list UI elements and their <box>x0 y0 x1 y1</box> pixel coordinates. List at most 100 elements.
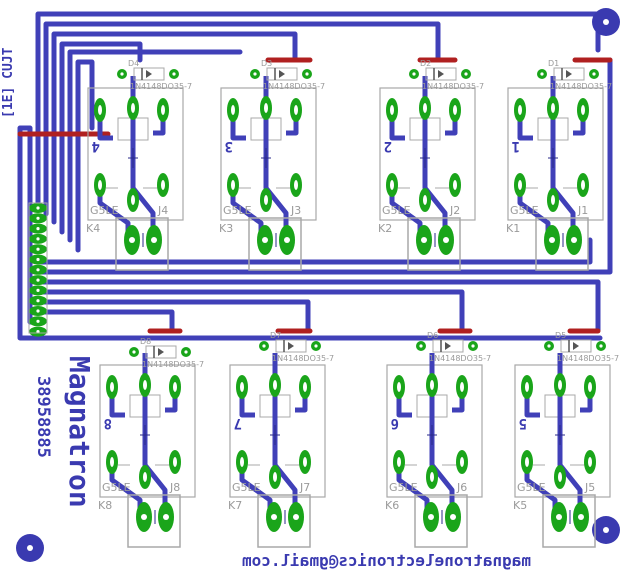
side-number-text: 38958885 <box>33 376 53 458</box>
diode-ref-label: D5 <box>555 331 566 340</box>
relay-part-label: G5LE <box>382 204 411 217</box>
diode-part-label: 1N4148DO35-7 <box>272 354 334 363</box>
relay-pad-drill <box>264 195 268 205</box>
diode-part-label: 1N4148DO35-7 <box>263 82 325 91</box>
relay-pad-drill <box>581 180 585 190</box>
footer-email: magnatronelectronics@gmail.com <box>242 551 531 570</box>
relay-pad-drill <box>173 457 177 467</box>
header-pin-drill <box>36 288 40 292</box>
relay-trace <box>230 110 299 238</box>
diode-symbol <box>573 342 579 350</box>
terminal-drill <box>571 237 577 243</box>
terminal-drill <box>284 237 290 243</box>
terminal-outline <box>535 217 589 271</box>
connector-ref-label: J1 <box>577 204 588 217</box>
terminal-drill <box>421 237 427 243</box>
terminal-drill <box>578 514 584 520</box>
diode-drill <box>132 350 136 354</box>
relay-pad-drill <box>525 457 529 467</box>
mounting-hole-bottom-left-drill <box>27 545 33 551</box>
terminal-drill <box>443 237 449 243</box>
relay-pad-drill <box>161 105 165 115</box>
diode-drill <box>253 72 257 76</box>
terminal-outline <box>407 217 461 271</box>
relay-pad-drill <box>294 105 298 115</box>
diode-drill <box>120 72 124 76</box>
relay-pad-drill <box>294 180 298 190</box>
relay-channel-number: 3 <box>225 138 233 154</box>
diode-part-label: 1N4148DO35-7 <box>550 82 612 91</box>
diode-drill <box>305 72 309 76</box>
relay-part-label: G5LE <box>389 481 418 494</box>
header-label: [1E] CUJT <box>1 47 16 118</box>
terminal-outline <box>414 494 468 548</box>
header-pin-drill <box>36 330 40 334</box>
diode-drill <box>464 72 468 76</box>
diode-symbol <box>445 342 451 350</box>
relay-pad-drill <box>518 105 522 115</box>
diode-ref-label: D6 <box>427 331 438 340</box>
relay-pad-drill <box>231 180 235 190</box>
relay-ref-label: K2 <box>378 222 392 235</box>
relay-pad-drill <box>273 472 277 482</box>
diode-body <box>432 339 464 353</box>
relay-part-label: G5LE <box>510 204 539 217</box>
diode-body <box>275 339 307 353</box>
diode-drill <box>412 72 416 76</box>
relay-pad-drill <box>98 180 102 190</box>
relay-pad-drill <box>161 180 165 190</box>
relay-pad-drill <box>397 382 401 392</box>
relay-pad-drill <box>453 105 457 115</box>
relay-pad-drill <box>131 195 135 205</box>
relay-pad-drill <box>231 105 235 115</box>
relay-pad-drill <box>173 382 177 392</box>
relay-pad-drill <box>303 382 307 392</box>
diode-drill <box>471 344 475 348</box>
terminal-drill <box>556 514 562 520</box>
connector-ref-label: J8 <box>169 481 180 494</box>
diode-symbol <box>146 70 152 78</box>
relay-pad-drill <box>453 180 457 190</box>
diode-ref-label: D1 <box>548 59 559 68</box>
relay-pad-drill <box>551 195 555 205</box>
diode-ref-label: D7 <box>270 331 281 340</box>
terminal-drill <box>129 237 135 243</box>
relay-pad-drill <box>558 472 562 482</box>
relay-channel-number: 5 <box>519 415 527 431</box>
relay-pad-drill <box>397 457 401 467</box>
relay-pad-drill <box>131 103 135 113</box>
diode-drill <box>172 72 176 76</box>
terminal-drill <box>271 514 277 520</box>
relay-channel-number: 7 <box>234 415 242 431</box>
relay-trace <box>524 387 593 515</box>
header-pin-drill <box>36 237 40 241</box>
diode-symbol <box>438 70 444 78</box>
header-pin-drill <box>36 278 40 282</box>
terminal-outline <box>127 494 181 548</box>
relay-pad-drill <box>518 180 522 190</box>
connector-ref-label: J6 <box>456 481 467 494</box>
header-pin-drill <box>36 206 40 210</box>
bus-traces <box>17 11 613 341</box>
relay-pad-drill <box>390 180 394 190</box>
header-connector <box>28 202 48 337</box>
relay-channel-number: 6 <box>391 415 399 431</box>
terminal-drill <box>549 237 555 243</box>
relay-part-label: G5LE <box>90 204 119 217</box>
terminal-outline <box>115 217 169 271</box>
relay-pad-drill <box>390 105 394 115</box>
relay-pad-drill <box>273 380 277 390</box>
relay-channel-number: 8 <box>104 415 112 431</box>
connector-ref-label: J7 <box>299 481 310 494</box>
mounting-hole-top-right-drill <box>603 19 609 25</box>
diode-part-label: 1N4148DO35-7 <box>422 82 484 91</box>
diode-part-label: 1N4148DO35-7 <box>429 354 491 363</box>
diode-drill <box>599 344 603 348</box>
relay-trace <box>239 387 308 515</box>
